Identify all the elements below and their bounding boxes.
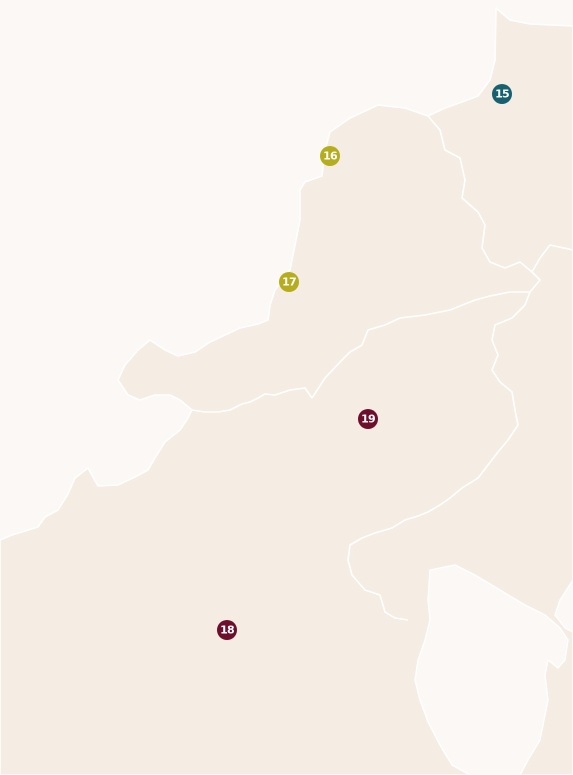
border-east [347, 291, 531, 621]
border-northeast [427, 115, 573, 273]
marker-18-label: 18 [220, 624, 234, 637]
water-northeast [554, 578, 573, 633]
marker-17-label: 17 [282, 276, 296, 289]
marker-15-dot [492, 84, 512, 104]
border-north-central [311, 271, 541, 399]
marker-17[interactable]: 17 [279, 272, 299, 292]
marker-15[interactable]: 15 [492, 84, 512, 104]
marker-15-label: 15 [495, 88, 509, 101]
marker-16-dot [320, 146, 340, 166]
marker-18[interactable]: 18 [217, 620, 237, 640]
marker-16[interactable]: 16 [320, 146, 340, 166]
marker-17-dot [279, 272, 299, 292]
marker-19-label: 19 [361, 413, 375, 426]
water-bay [414, 564, 569, 775]
border-west-central [191, 387, 313, 413]
marker-19[interactable]: 19 [358, 409, 378, 429]
marker-19-dot [358, 409, 378, 429]
marker-18-dot [217, 620, 237, 640]
marker-16-label: 16 [323, 150, 338, 163]
